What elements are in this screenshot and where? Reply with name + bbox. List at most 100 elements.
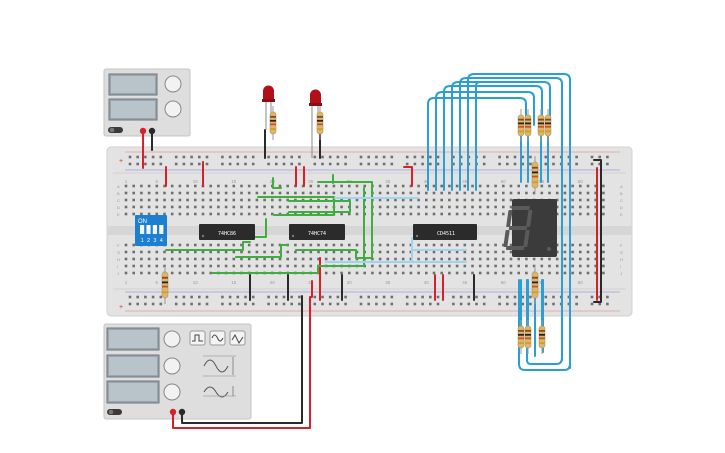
breadboard-hole[interactable] (594, 257, 597, 261)
rail-hole[interactable] (598, 162, 601, 166)
rail-hole[interactable] (429, 162, 432, 166)
breadboard-hole[interactable] (486, 264, 490, 268)
breadboard-hole[interactable] (471, 271, 474, 275)
breadboard-hole[interactable] (209, 271, 212, 275)
wire-black[interactable] (593, 159, 602, 303)
breadboard-hole[interactable] (594, 212, 597, 216)
breadboard-hole[interactable] (394, 243, 397, 247)
rail-hole[interactable] (421, 162, 424, 166)
rail-hole[interactable] (459, 295, 463, 299)
rail-hole[interactable] (590, 302, 594, 306)
breadboard-hole[interactable] (201, 264, 205, 268)
rail-hole[interactable] (590, 295, 594, 299)
amplitude-knob[interactable] (163, 357, 181, 375)
breadboard-hole[interactable] (440, 198, 443, 202)
breadboard-hole[interactable] (201, 205, 205, 209)
breadboard-hole[interactable] (586, 257, 590, 261)
breadboard-hole[interactable] (401, 205, 405, 209)
breadboard-hole[interactable] (340, 184, 343, 188)
breadboard-hole[interactable] (271, 205, 274, 209)
rail-hole[interactable] (344, 295, 347, 299)
rail-hole[interactable] (567, 302, 571, 306)
breadboard-hole[interactable] (155, 191, 159, 195)
breadboard-hole[interactable] (378, 198, 382, 202)
breadboard-hole[interactable] (263, 198, 266, 202)
breadboard-hole[interactable] (124, 257, 128, 261)
resistor[interactable] (524, 114, 532, 137)
wire-green[interactable] (272, 177, 282, 189)
rail-hole[interactable] (421, 155, 424, 159)
breadboard-hole[interactable] (255, 205, 259, 209)
rail-hole[interactable] (529, 162, 532, 166)
breadboard-hole[interactable] (309, 205, 313, 209)
breadboard-hole[interactable] (455, 205, 459, 209)
rail-hole[interactable] (544, 302, 548, 306)
rail-hole[interactable] (382, 295, 386, 299)
resistor[interactable] (531, 271, 539, 299)
breadboard-hole[interactable] (309, 264, 313, 268)
breadboard-hole[interactable] (602, 198, 605, 202)
resistor[interactable] (316, 111, 324, 135)
breadboard-hole[interactable] (217, 198, 220, 202)
breadboard-hole[interactable] (602, 191, 605, 195)
breadboard-hole[interactable] (348, 271, 351, 275)
rail-hole[interactable] (598, 295, 601, 299)
breadboard-hole[interactable] (532, 191, 536, 195)
rail-hole[interactable] (275, 155, 278, 159)
breadboard-hole[interactable] (432, 212, 436, 216)
breadboard-hole[interactable] (478, 243, 482, 247)
breadboard-hole[interactable] (255, 250, 259, 254)
breadboard-hole[interactable] (286, 184, 289, 188)
rail-hole[interactable] (182, 155, 186, 159)
breadboard-hole[interactable] (324, 184, 328, 188)
resistor[interactable] (544, 114, 552, 137)
breadboard-hole[interactable] (247, 264, 251, 268)
breadboard-hole[interactable] (271, 191, 274, 195)
breadboard-hole[interactable] (124, 212, 128, 216)
breadboard-hole[interactable] (455, 243, 459, 247)
rail-hole[interactable] (575, 155, 578, 159)
breadboard-hole[interactable] (394, 257, 397, 261)
rail-hole[interactable] (498, 295, 501, 299)
wire-green[interactable] (257, 196, 335, 216)
rail-hole[interactable] (344, 162, 347, 166)
breadboard-hole[interactable] (170, 212, 174, 216)
breadboard-hole[interactable] (563, 271, 567, 275)
breadboard-hole[interactable] (201, 212, 205, 216)
breadboard-hole[interactable] (247, 191, 251, 195)
breadboard-hole[interactable] (432, 250, 436, 254)
breadboard-hole[interactable] (294, 264, 297, 268)
breadboard-hole[interactable] (147, 250, 151, 254)
rail-hole[interactable] (190, 155, 193, 159)
breadboard-hole[interactable] (509, 264, 513, 268)
rail-hole[interactable] (328, 302, 332, 306)
rail-hole[interactable] (205, 155, 209, 159)
rail-hole[interactable] (321, 155, 324, 159)
rail-hole[interactable] (598, 155, 601, 159)
breadboard-hole[interactable] (455, 257, 459, 261)
rail-hole[interactable] (128, 295, 132, 299)
breadboard-hole[interactable] (332, 184, 336, 188)
breadboard-hole[interactable] (594, 205, 597, 209)
breadboard-hole[interactable] (532, 257, 536, 261)
breadboard-hole[interactable] (201, 257, 205, 261)
breadboard-hole[interactable] (594, 264, 597, 268)
breadboard-hole[interactable] (301, 257, 305, 261)
breadboard-hole[interactable] (502, 243, 505, 247)
rail-hole[interactable] (436, 162, 440, 166)
breadboard-hole[interactable] (502, 257, 505, 261)
breadboard-hole[interactable] (448, 250, 451, 254)
breadboard-hole[interactable] (232, 184, 236, 188)
breadboard-hole[interactable] (340, 205, 343, 209)
breadboard-hole[interactable] (563, 205, 567, 209)
breadboard-hole[interactable] (440, 257, 443, 261)
breadboard-hole[interactable] (301, 205, 305, 209)
rail-hole[interactable] (552, 155, 555, 159)
wire-blue[interactable] (475, 81, 481, 191)
rail-hole[interactable] (375, 295, 378, 299)
rail-hole[interactable] (136, 295, 139, 299)
wire-blue[interactable] (467, 73, 571, 369)
breadboard-hole[interactable] (394, 184, 397, 188)
function-generator[interactable] (103, 323, 252, 420)
